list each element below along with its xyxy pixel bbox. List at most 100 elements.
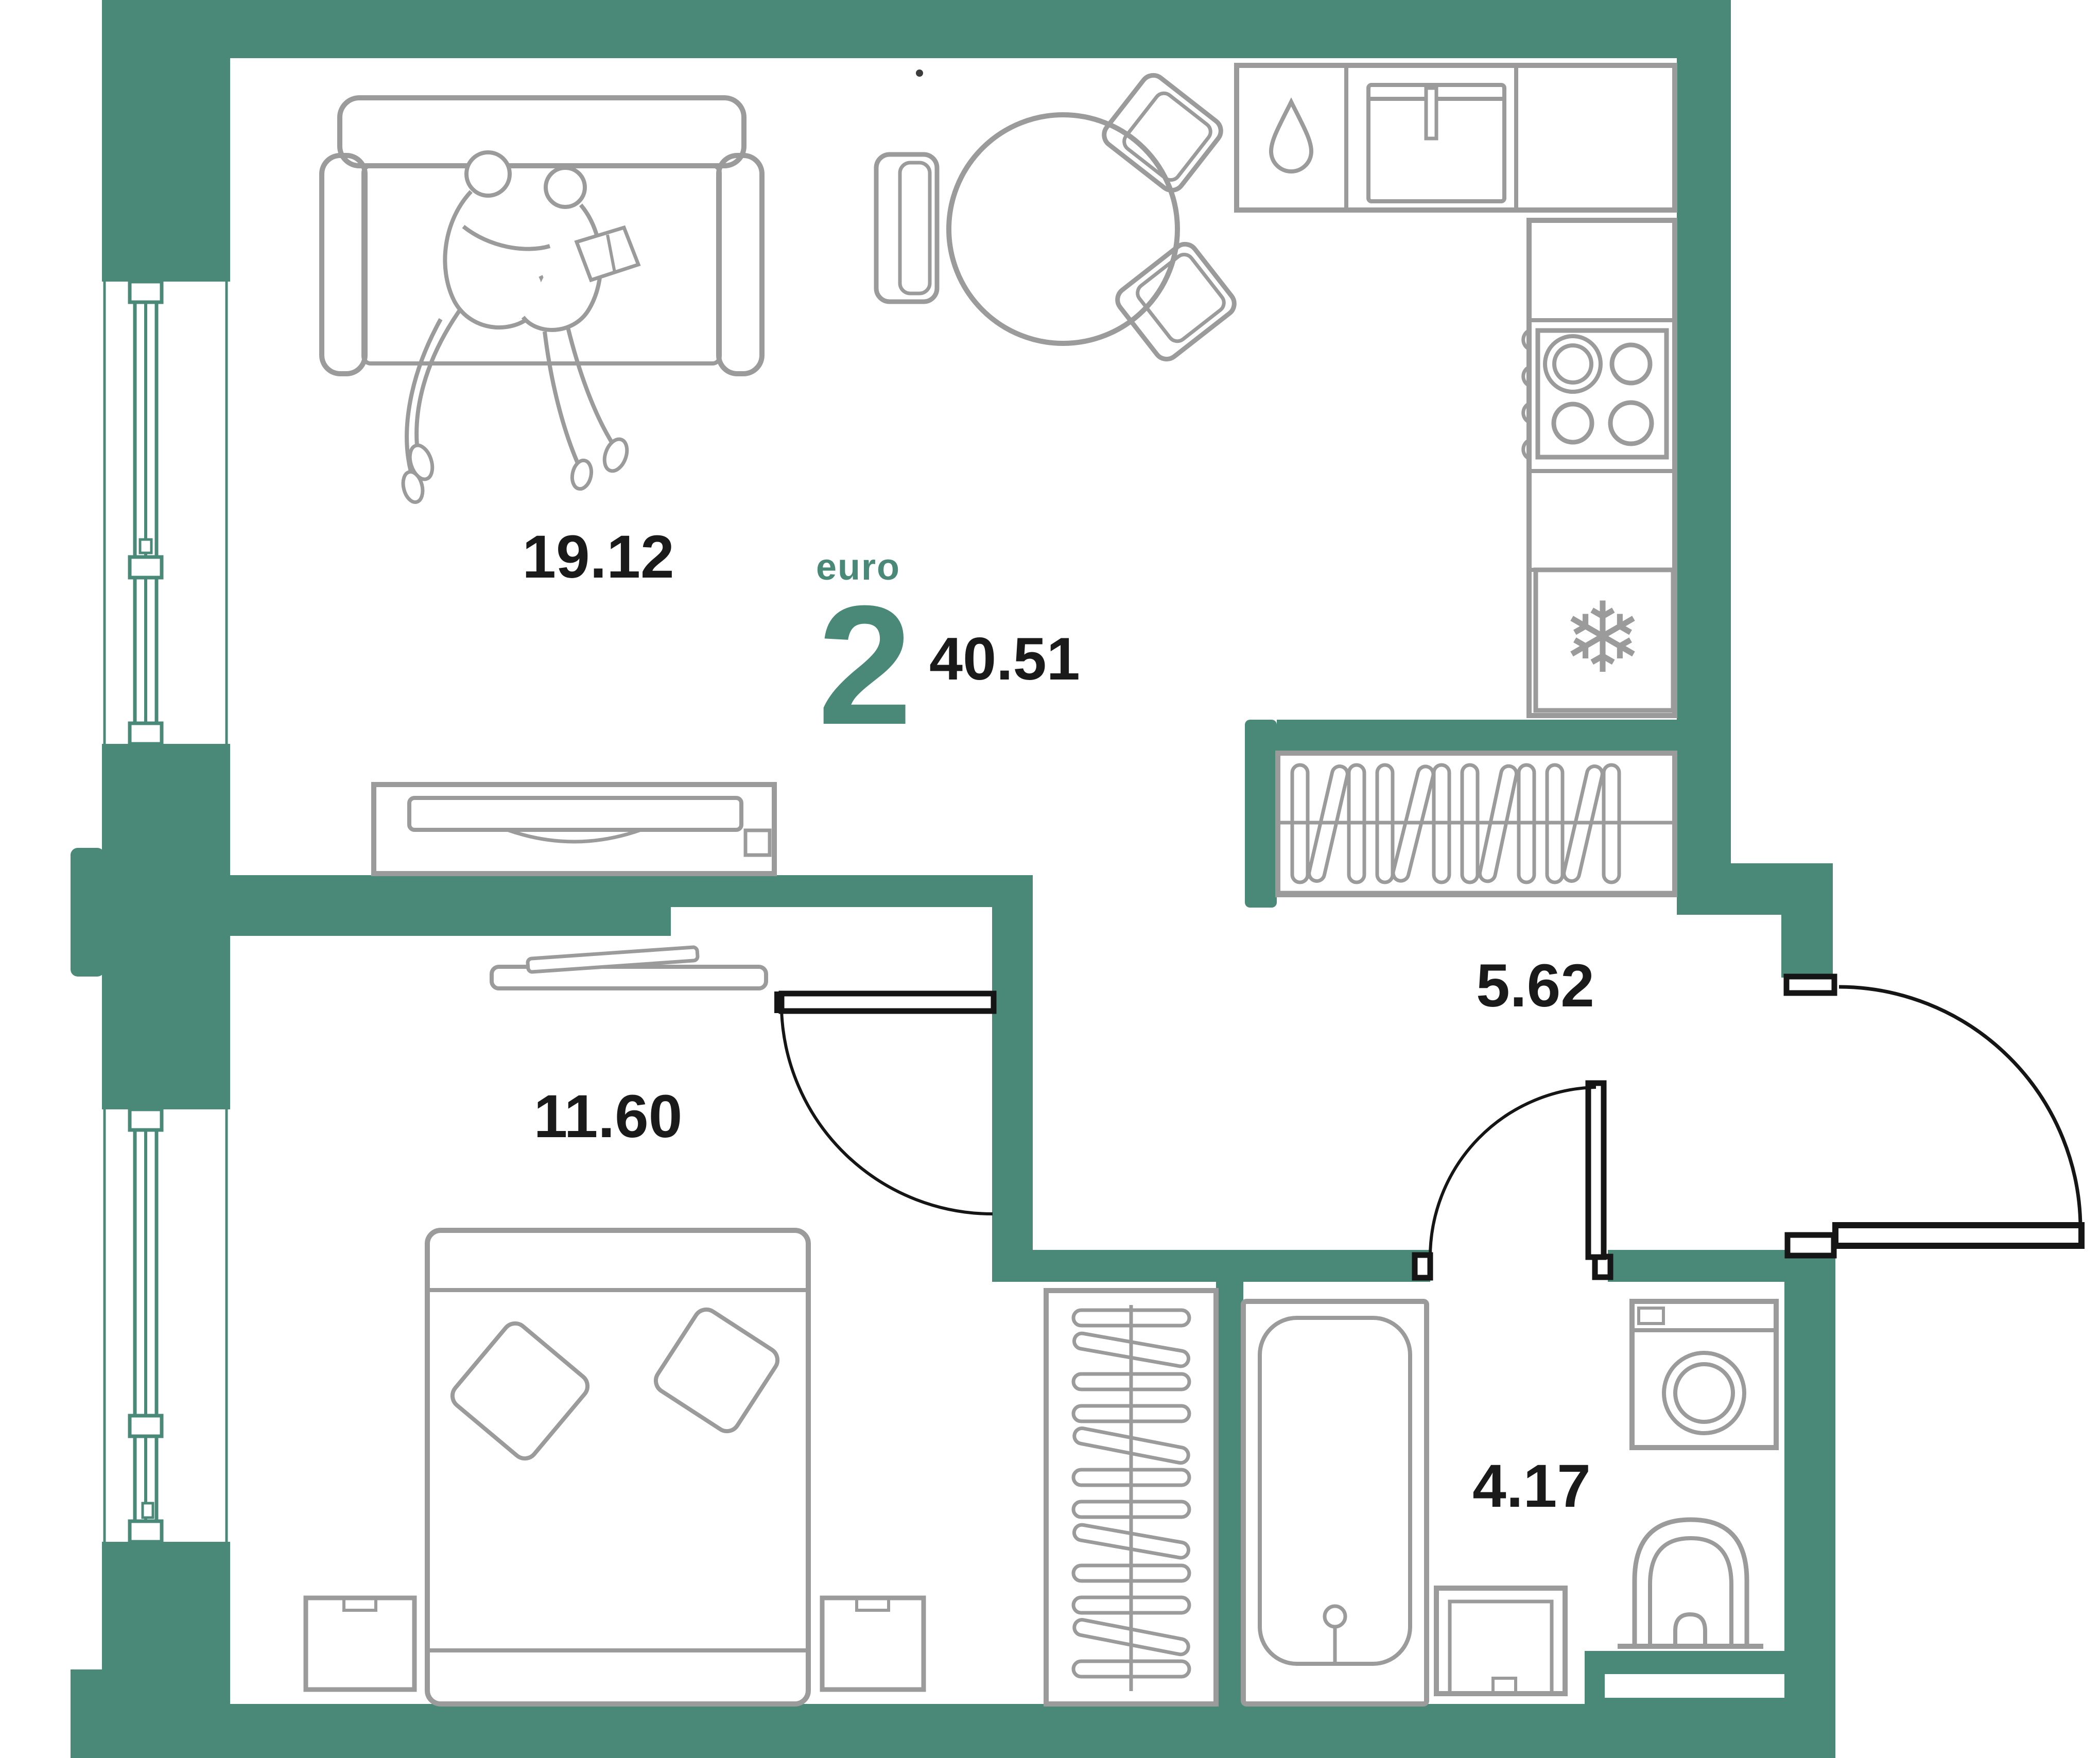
sofa-seat xyxy=(361,164,722,365)
burner xyxy=(1609,342,1653,386)
bathroom xyxy=(1241,1299,1779,1707)
window-cap xyxy=(128,1519,164,1544)
burner xyxy=(1551,402,1594,445)
person-foot xyxy=(401,470,425,504)
wall-balcony-tab xyxy=(71,848,105,977)
hanger xyxy=(1072,1331,1191,1368)
burner xyxy=(1543,334,1603,394)
dining-chair-frame xyxy=(1102,73,1223,193)
hanger xyxy=(1562,764,1604,883)
label-plan-type: euro xyxy=(816,547,900,588)
washing-machine-drum xyxy=(1673,1362,1735,1424)
people-on-sofa xyxy=(401,150,641,504)
wall-entry-lower xyxy=(1784,1256,1835,1662)
person-leg xyxy=(565,325,615,445)
person-leg xyxy=(405,318,443,472)
bedroom-tv xyxy=(526,945,700,974)
hanger xyxy=(1071,1404,1191,1423)
book-fold xyxy=(606,234,616,273)
bedroom-door xyxy=(774,990,997,1215)
bedroom-furniture xyxy=(303,945,926,1707)
vanity-inner xyxy=(1448,1599,1554,1696)
door-jamb xyxy=(1412,1252,1433,1281)
burner xyxy=(1608,400,1654,446)
hallway-wardrobe xyxy=(1275,751,1677,897)
person-arm xyxy=(462,224,551,251)
kitchen-column xyxy=(1526,218,1677,718)
door-swing-arc xyxy=(780,1009,993,1215)
label-bedroom-area: 11.60 xyxy=(534,1083,683,1151)
stove xyxy=(1535,328,1669,460)
window-living xyxy=(103,280,228,746)
door-swing-arc xyxy=(1429,1086,1596,1257)
hanger xyxy=(1071,1308,1191,1328)
bathtub-drain xyxy=(1323,1604,1347,1629)
faucet xyxy=(1424,86,1438,141)
wall-top xyxy=(102,0,1731,58)
toilet xyxy=(1632,1517,1749,1645)
dining-chair-frame xyxy=(1115,241,1237,362)
label-living-area: 19.12 xyxy=(522,523,674,591)
wall-left-middle xyxy=(102,744,230,1109)
plan-dot xyxy=(916,69,923,77)
wall-entry-upper xyxy=(1781,915,1833,978)
door-leaf xyxy=(1832,1222,2085,1249)
wall-door-column xyxy=(992,907,1033,1250)
wall-bottom-right-block xyxy=(1585,1651,1835,1758)
nightstand-handle xyxy=(342,1596,377,1612)
fridge xyxy=(1533,567,1676,713)
wall-hall-pillar xyxy=(1245,720,1277,908)
dining-chair-seat xyxy=(1122,91,1212,182)
dining-chair xyxy=(874,152,940,304)
stove-knob xyxy=(1521,438,1530,461)
entry-door xyxy=(1783,973,2085,1259)
door-jamb xyxy=(1784,1232,1837,1259)
person-leg xyxy=(414,309,461,456)
vanity-handle xyxy=(1491,1677,1517,1695)
tv-console xyxy=(371,782,777,876)
stove-knob xyxy=(1521,402,1530,424)
washing-machine-drum xyxy=(1662,1351,1746,1435)
wall-bottom-left-block xyxy=(71,1669,230,1758)
snowflake-icon: ❄ xyxy=(1561,584,1643,693)
living-furniture xyxy=(319,73,1237,876)
wall-right-upper xyxy=(1677,0,1731,863)
wall-divider-thin xyxy=(671,875,1033,907)
kitchen-counter xyxy=(1234,63,1677,213)
door-jamb xyxy=(1783,973,1837,996)
bedroom-wardrobe xyxy=(1044,1288,1219,1707)
dining-chair xyxy=(1115,241,1237,362)
bathroom-door xyxy=(1412,1080,1613,1281)
hanger xyxy=(1071,1468,1191,1487)
burner xyxy=(1552,343,1593,385)
bathtub-inner xyxy=(1258,1316,1412,1666)
wall-jog xyxy=(1677,863,1833,915)
label-hallway-area: 5.62 xyxy=(1476,952,1594,1020)
hanger xyxy=(1517,763,1536,884)
wardrobe-box xyxy=(1044,1288,1219,1707)
person-torso xyxy=(521,203,603,332)
kitchen: ❄ xyxy=(1234,63,1677,718)
nightstand-handle xyxy=(855,1596,890,1612)
person-foot xyxy=(570,458,594,491)
window-mullion xyxy=(128,555,164,580)
dining-chair xyxy=(1102,73,1223,193)
window-handle xyxy=(138,538,153,554)
tv-stand xyxy=(506,828,642,844)
hanger xyxy=(1545,763,1565,884)
washing-machine xyxy=(1629,1299,1779,1450)
hanger xyxy=(1071,1595,1191,1615)
window-cap xyxy=(128,1107,164,1132)
person-foot xyxy=(602,437,629,473)
window-mullion xyxy=(128,1414,164,1438)
dining-chair-seat xyxy=(1136,252,1226,343)
wall-bottom-right-slot xyxy=(1605,1674,1784,1698)
hanger xyxy=(1072,1523,1191,1560)
detergent-drawer xyxy=(1637,1307,1665,1325)
person-leg xyxy=(543,331,581,466)
label-total-area: 40.51 xyxy=(929,625,1080,692)
hanger xyxy=(1375,763,1395,884)
window-handle xyxy=(141,1502,154,1519)
hanger xyxy=(1307,764,1349,883)
